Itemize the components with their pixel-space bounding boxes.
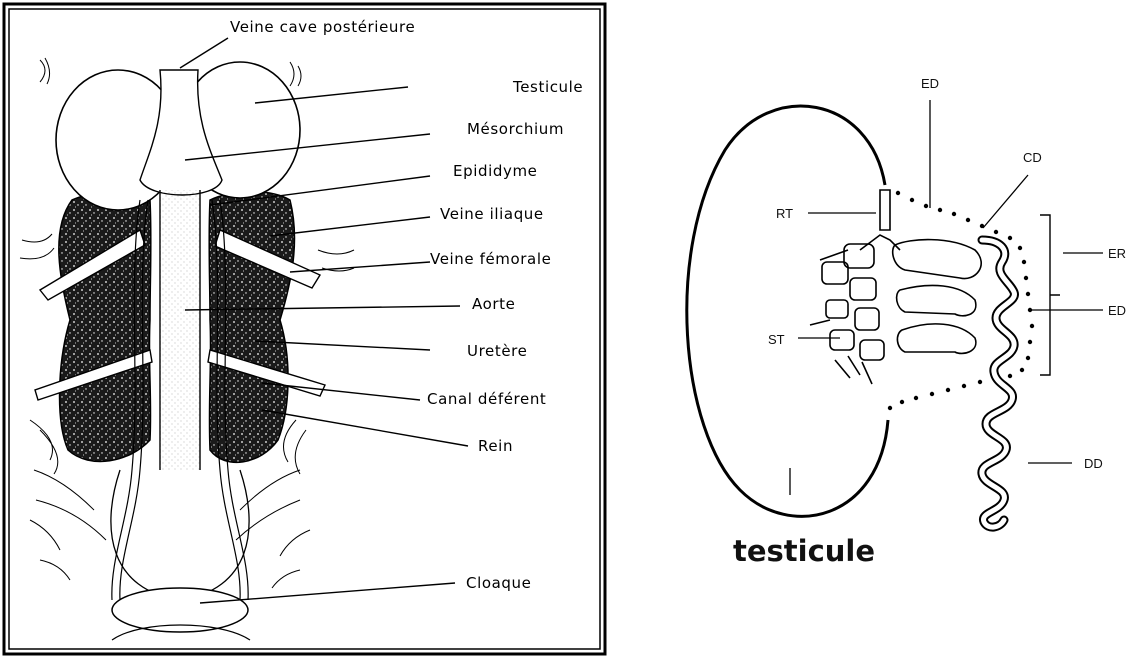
label-rt: RT	[776, 206, 793, 221]
label-cloaque: Cloaque	[466, 574, 531, 592]
label-veine-cave: Veine cave postérieure	[230, 18, 415, 36]
rete-testis-network	[810, 190, 900, 384]
label-testicule-left: Testicule	[512, 78, 583, 96]
label-er: ER	[1108, 246, 1126, 261]
right-schematic-figure: ED CD RT ER ST ED DD testicule	[687, 76, 1126, 568]
testicle-outline	[687, 106, 888, 516]
label-dd: DD	[1084, 456, 1103, 471]
left-anatomy-figure: Veine cave postérieure Testicule Mésorch…	[4, 4, 605, 654]
label-aorte: Aorte	[472, 295, 515, 313]
label-epididyme: Epididyme	[453, 162, 538, 180]
label-st: ST	[768, 332, 785, 347]
label-veine-femorale: Veine fémorale	[430, 250, 551, 268]
label-rein: Rein	[478, 437, 513, 455]
central-vessel-fill	[160, 190, 200, 470]
cloaca-bulb	[111, 470, 249, 600]
er-bracket	[1040, 215, 1060, 375]
label-ed-top: ED	[921, 76, 939, 91]
label-canal-deferent: Canal déférent	[427, 390, 546, 408]
label-veine-iliaque: Veine iliaque	[440, 205, 544, 223]
label-mesorchium: Mésorchium	[467, 120, 564, 138]
right-leader-lines	[790, 100, 1103, 495]
label-testicule-big: testicule	[733, 534, 875, 568]
label-cd: CD	[1023, 150, 1042, 165]
label-uretere: Uretère	[467, 342, 527, 360]
efferent-ducts	[893, 240, 982, 354]
label-ed-right: ED	[1108, 303, 1126, 318]
